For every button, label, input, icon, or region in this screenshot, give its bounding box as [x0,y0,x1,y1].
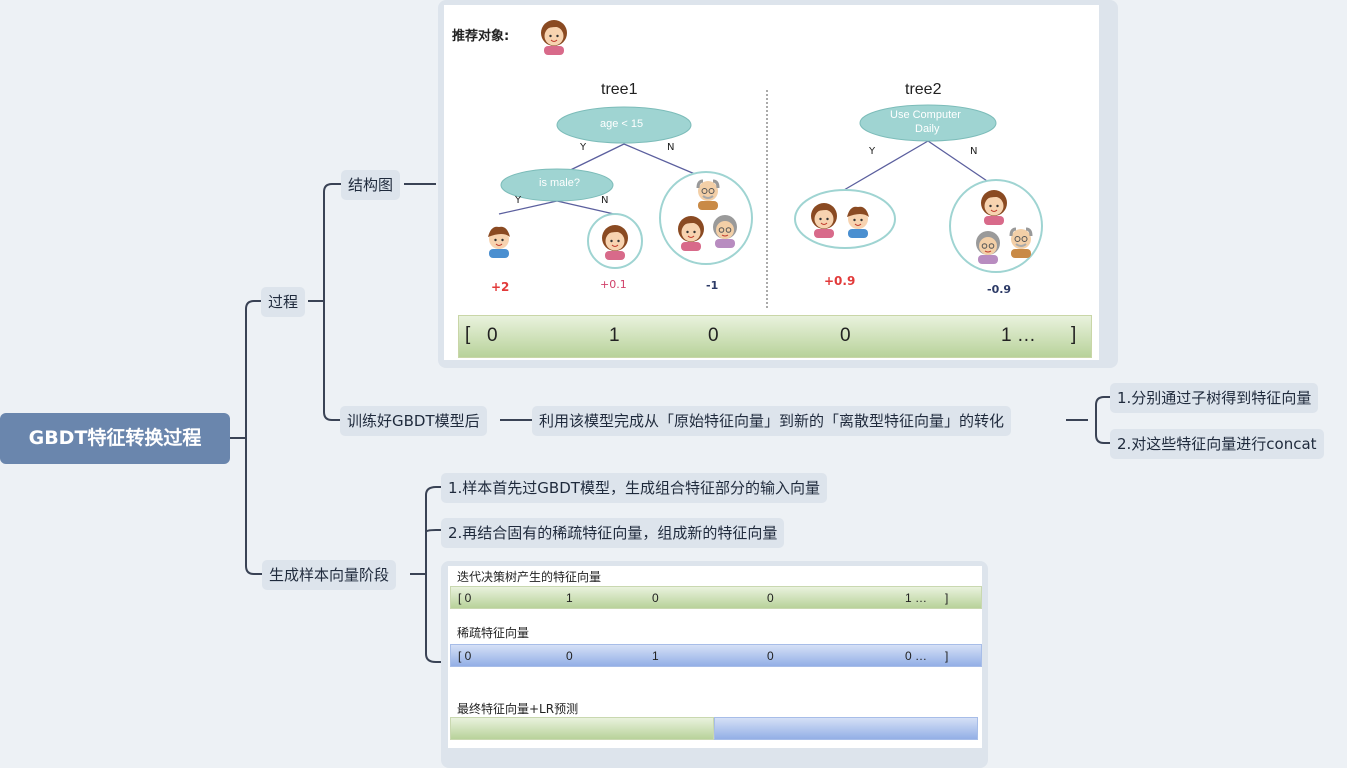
sub-node-2[interactable]: 2.对这些特征向量进行concat [1110,429,1324,459]
tree2-root-no: N [970,146,978,157]
vector-value: 0 [708,325,719,346]
vector-close: ] [945,591,949,605]
after-train-node[interactable]: 训练好GBDT模型后 [340,406,487,436]
vector-value: 0 [652,591,659,605]
tree1-child-yes: Y [515,195,522,206]
leaf-value: +2 [491,280,510,294]
grandpa-avatar-icon [696,179,720,212]
tree-feature-vector: [ 0 1 0 0 1 … ] [450,586,982,609]
woman-avatar-icon [980,189,1008,226]
vector-open: [ 0 [458,649,472,663]
stage-step-2-node[interactable]: 2.再结合固有的稀疏特征向量，组成新的特征向量 [441,518,785,548]
recommend-avatar-icon [540,19,568,56]
tree2-root-label-2: Daily [915,123,940,135]
final-feature-vector [450,717,978,740]
tree-diagram [487,19,1043,310]
vector-value: 0 [767,591,774,605]
vector-value: 0 [487,325,498,346]
leaf-value: +0.1 [600,278,627,291]
tree2-root-node [859,104,997,142]
leaf-value: +0.9 [824,274,856,288]
tree-figure-panel[interactable]: 推荐对象: [438,0,1118,368]
vector-close: ] [1071,324,1077,345]
vector-value: 1 [652,649,659,663]
vector-value: 1 … [1001,325,1036,346]
leaf-value: -0.9 [987,283,1012,296]
sparse-feature-vector: [ 0 0 1 0 0 … ] [450,644,982,667]
tree2-leaf-1-circle [794,189,896,249]
after-train-detail-node[interactable]: 利用该模型完成从「原始特征向量」到新的「离散型特征向量」的转化 [532,406,1012,436]
grandpa-avatar-icon [1009,227,1033,260]
vector-value: 1 … [905,591,928,605]
tree-figure: 推荐对象: [444,5,1099,360]
vector-value: 0 [767,649,774,663]
tree1-root-node [556,106,692,144]
grandma-avatar-icon [975,230,1001,265]
tree1-child-node [500,168,614,202]
woman-avatar-icon [677,215,705,252]
recommend-label: 推荐对象: [452,29,510,44]
tree1-root-no: N [667,142,675,153]
boy-avatar-icon [846,206,870,239]
tree-output-vector: [ 0 1 0 0 1 … ] [458,315,1092,358]
tree1-root-yes: Y [580,142,587,153]
vector-value: 1 [566,591,573,605]
tree2-title: tree2 [905,81,942,98]
tree1-child-label: is male? [539,177,580,189]
tree-vector-label: 迭代决策树产生的特征向量 [457,570,602,584]
process-node[interactable]: 过程 [261,287,306,317]
stage-node[interactable]: 生成样本向量阶段 [262,560,397,590]
feature-figure: 迭代决策树产生的特征向量 [ 0 1 0 0 1 … ] 稀疏特征向量 [ 0 … [448,566,982,748]
vector-open: [ 0 [458,591,472,605]
final-vector-sparse-part [714,717,978,740]
grandma-avatar-icon [712,214,738,249]
vector-value: 0 … [905,649,928,663]
structure-node[interactable]: 结构图 [341,170,401,200]
girl-avatar-icon [810,202,838,239]
feature-figure-panel[interactable]: 迭代决策树产生的特征向量 [ 0 1 0 0 1 … ] 稀疏特征向量 [ 0 … [441,561,988,768]
final-vector-label: 最终特征向量+LR预测 [457,702,579,716]
girl-avatar-icon [601,224,629,261]
vector-open: [ [465,324,471,345]
tree1-title: tree1 [601,81,638,98]
stage-step-1-node[interactable]: 1.样本首先过GBDT模型，生成组合特征部分的输入向量 [441,473,827,503]
vector-value: 0 [840,325,851,346]
sparse-vector-label: 稀疏特征向量 [457,626,530,640]
vector-close: ] [945,649,949,663]
tree1-child-no: N [601,195,609,206]
root-node[interactable]: GBDT特征转换过程 [0,413,230,464]
sub-node-1[interactable]: 1.分别通过子树得到特征向量 [1110,383,1319,413]
tree2-root-yes: Y [869,146,876,157]
final-vector-tree-part [450,717,714,740]
vector-value: 0 [566,649,573,663]
leaf-value: -1 [706,279,719,292]
boy-avatar-icon [487,226,511,259]
tree1-root-label: age < 15 [600,118,644,130]
vector-value: 1 [609,325,620,346]
tree2-root-label-1: Use Computer [890,109,961,121]
